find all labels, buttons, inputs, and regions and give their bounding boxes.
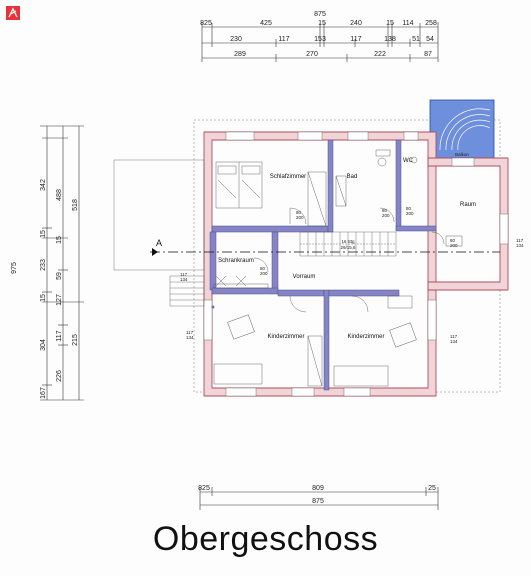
dim-bottom-mid: 809: [312, 485, 324, 492]
dim-top-r2-1: 230: [230, 36, 242, 43]
furniture: [213, 149, 463, 387]
dim-top-r2-6: 51: [412, 36, 420, 43]
dim-left-b1: 226: [56, 370, 63, 382]
dim-left-overall: 975: [11, 262, 18, 274]
dim-left-b3: 127: [56, 294, 63, 306]
room-bad: Bad: [347, 174, 358, 180]
dim-left-c2: 518: [72, 199, 79, 211]
exterior-steps: [113, 159, 205, 307]
doors: [253, 207, 445, 313]
dim-top-r1-6: 114: [402, 20, 413, 27]
dim-bottom-left: 825: [198, 485, 210, 492]
dim-bottom-right: 25: [428, 485, 436, 492]
dim-left-a6: 342: [40, 179, 47, 191]
dim-top-r1-1: 825: [200, 20, 212, 27]
dim-top-r2-4: 117: [350, 36, 361, 43]
top-dimensions: [201, 22, 439, 62]
dim-left-b2: 117: [56, 330, 63, 341]
dim-top-r3-4: 87: [424, 51, 432, 58]
dim-left-a4: 233: [40, 259, 47, 271]
dim-top-r1-4: 240: [350, 20, 362, 27]
room-kinderzimmer-2: Kinderzimmer: [347, 334, 384, 340]
dim-top-overall: 875: [314, 11, 326, 18]
bottom-dimensions: [199, 487, 439, 510]
dim-top-r1-7: 258: [425, 20, 437, 27]
dim-top-r2-7: 54: [426, 36, 434, 43]
dim-top-r3-1: 289: [234, 51, 246, 58]
logo-icon: [6, 6, 20, 20]
dim-left-a5: 15: [40, 230, 47, 238]
room-schrankraum: Schrankraum: [218, 258, 254, 264]
dim-bottom-overall: 875: [312, 498, 324, 505]
dim-left-b4: 59: [56, 272, 63, 280]
dim-top-r1-5: 15: [386, 20, 394, 27]
room-vorraum: Vorraum: [293, 274, 316, 280]
room-schlafzimmer: Schlafzimmer: [270, 174, 306, 180]
dim-left-a3: 15: [40, 294, 47, 302]
stair-sub: 29/15,6: [340, 245, 356, 250]
section-marker: A: [156, 238, 162, 248]
room-kinderzimmer-1: Kinderzimmer: [267, 334, 304, 340]
dim-left-b5: 15: [56, 236, 63, 244]
stair-label: 16 Stg: [341, 239, 355, 244]
windows: [203, 131, 509, 397]
dim-left-c1: 215: [72, 334, 79, 346]
plan-title: Obergeschoss: [152, 520, 379, 558]
dim-left-a1: 167: [40, 387, 47, 399]
dim-top-r1-3: 15: [318, 20, 326, 27]
section-line: [150, 248, 500, 256]
outer-walls: [203, 131, 509, 397]
balcony-label: Balkon: [455, 152, 469, 157]
left-dimensions: [40, 125, 84, 401]
dim-top-r3-3: 222: [374, 51, 386, 58]
dim-top-r3-2: 270: [306, 51, 318, 58]
dim-left-b6: 488: [56, 189, 63, 201]
dim-top-r2-5: 138: [384, 36, 396, 43]
room-raum: Raum: [460, 202, 476, 208]
balcony: Balkon: [429, 99, 495, 159]
room-wc: WC: [403, 158, 414, 164]
dim-top-r1-2: 425: [260, 20, 272, 27]
room-labels: Schlafzimmer Bad WC Raum Schrankraum Vor…: [218, 158, 476, 340]
dim-top-r2-3: 153: [314, 36, 326, 43]
partitions: [209, 139, 437, 391]
dim-left-a2: 304: [40, 339, 47, 351]
dim-top-r2-2: 117: [278, 36, 289, 43]
